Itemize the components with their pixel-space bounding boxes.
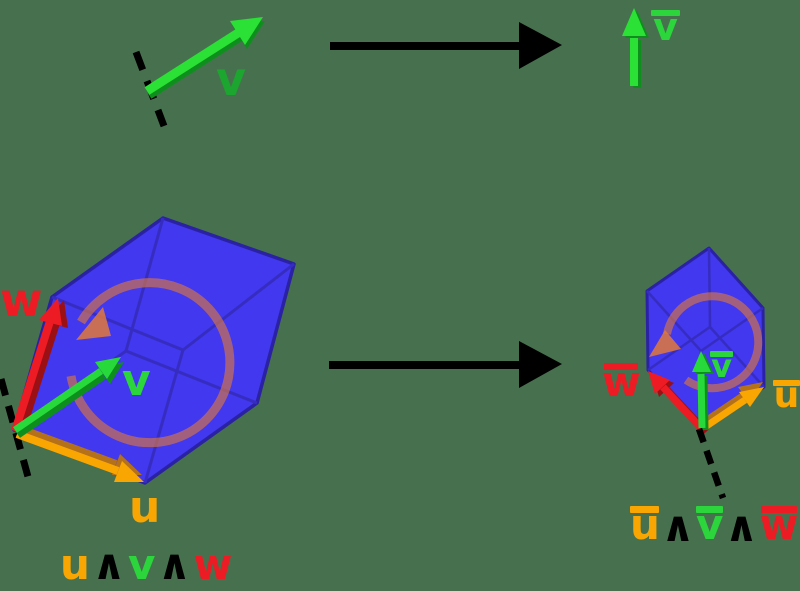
overline-bar xyxy=(773,380,800,386)
rotation-arc-left-arrowhead xyxy=(76,307,111,340)
wedge-operator: ∧ xyxy=(91,540,127,589)
overline-bar xyxy=(651,10,680,16)
vector-v-arrow-top xyxy=(144,17,265,99)
vector-w-label-right: w xyxy=(602,357,641,406)
vector-u-label-right: u xyxy=(773,375,800,416)
rotation-arc-right xyxy=(649,292,763,393)
vector-v-label-top: v xyxy=(216,52,246,106)
rotation-arc-right-arrowhead xyxy=(649,330,681,357)
wedge-operator: ∧ xyxy=(157,540,192,589)
overline-bar xyxy=(760,506,797,513)
vector-v-label-left: v xyxy=(122,355,151,406)
wedge-product-formula-right: u ∧ v ∧ w xyxy=(630,500,799,551)
overline-bar xyxy=(604,363,639,370)
dashed-line-left xyxy=(0,378,34,485)
wedge-operator: ∧ xyxy=(660,502,696,551)
vector-w-arrow-left xyxy=(11,298,68,435)
wedge-product-formula-left: u ∧ v ∧ w xyxy=(60,544,232,586)
formula-u-barred: u xyxy=(630,500,660,549)
vector-u-arrow-left xyxy=(13,423,144,482)
map-arrow-top xyxy=(330,22,562,69)
map-arrow-bottom xyxy=(329,341,562,388)
formula-w-barred: w xyxy=(759,500,799,549)
transformed-vector-v-label: v xyxy=(651,8,680,46)
vector-v-arrow-left xyxy=(13,357,124,438)
vector-v-arrow-right xyxy=(692,351,714,431)
rotation-arc-left xyxy=(66,278,235,448)
vector-u-label-left: u xyxy=(129,482,161,533)
formula-w: w xyxy=(193,540,233,589)
wedge-operator: ∧ xyxy=(724,502,759,551)
dashed-line-right xyxy=(695,427,727,500)
formula-v: v xyxy=(128,540,156,589)
overline-bar xyxy=(696,506,724,513)
vector-v-label-right: v xyxy=(710,347,733,385)
vector-w-label-left: w xyxy=(0,273,43,327)
formula-v-barred: v xyxy=(696,500,724,549)
overline-bar xyxy=(710,351,733,357)
formula-u: u xyxy=(60,540,90,589)
overline-bar xyxy=(630,506,660,513)
transformed-vector-v-arrow xyxy=(622,8,649,88)
